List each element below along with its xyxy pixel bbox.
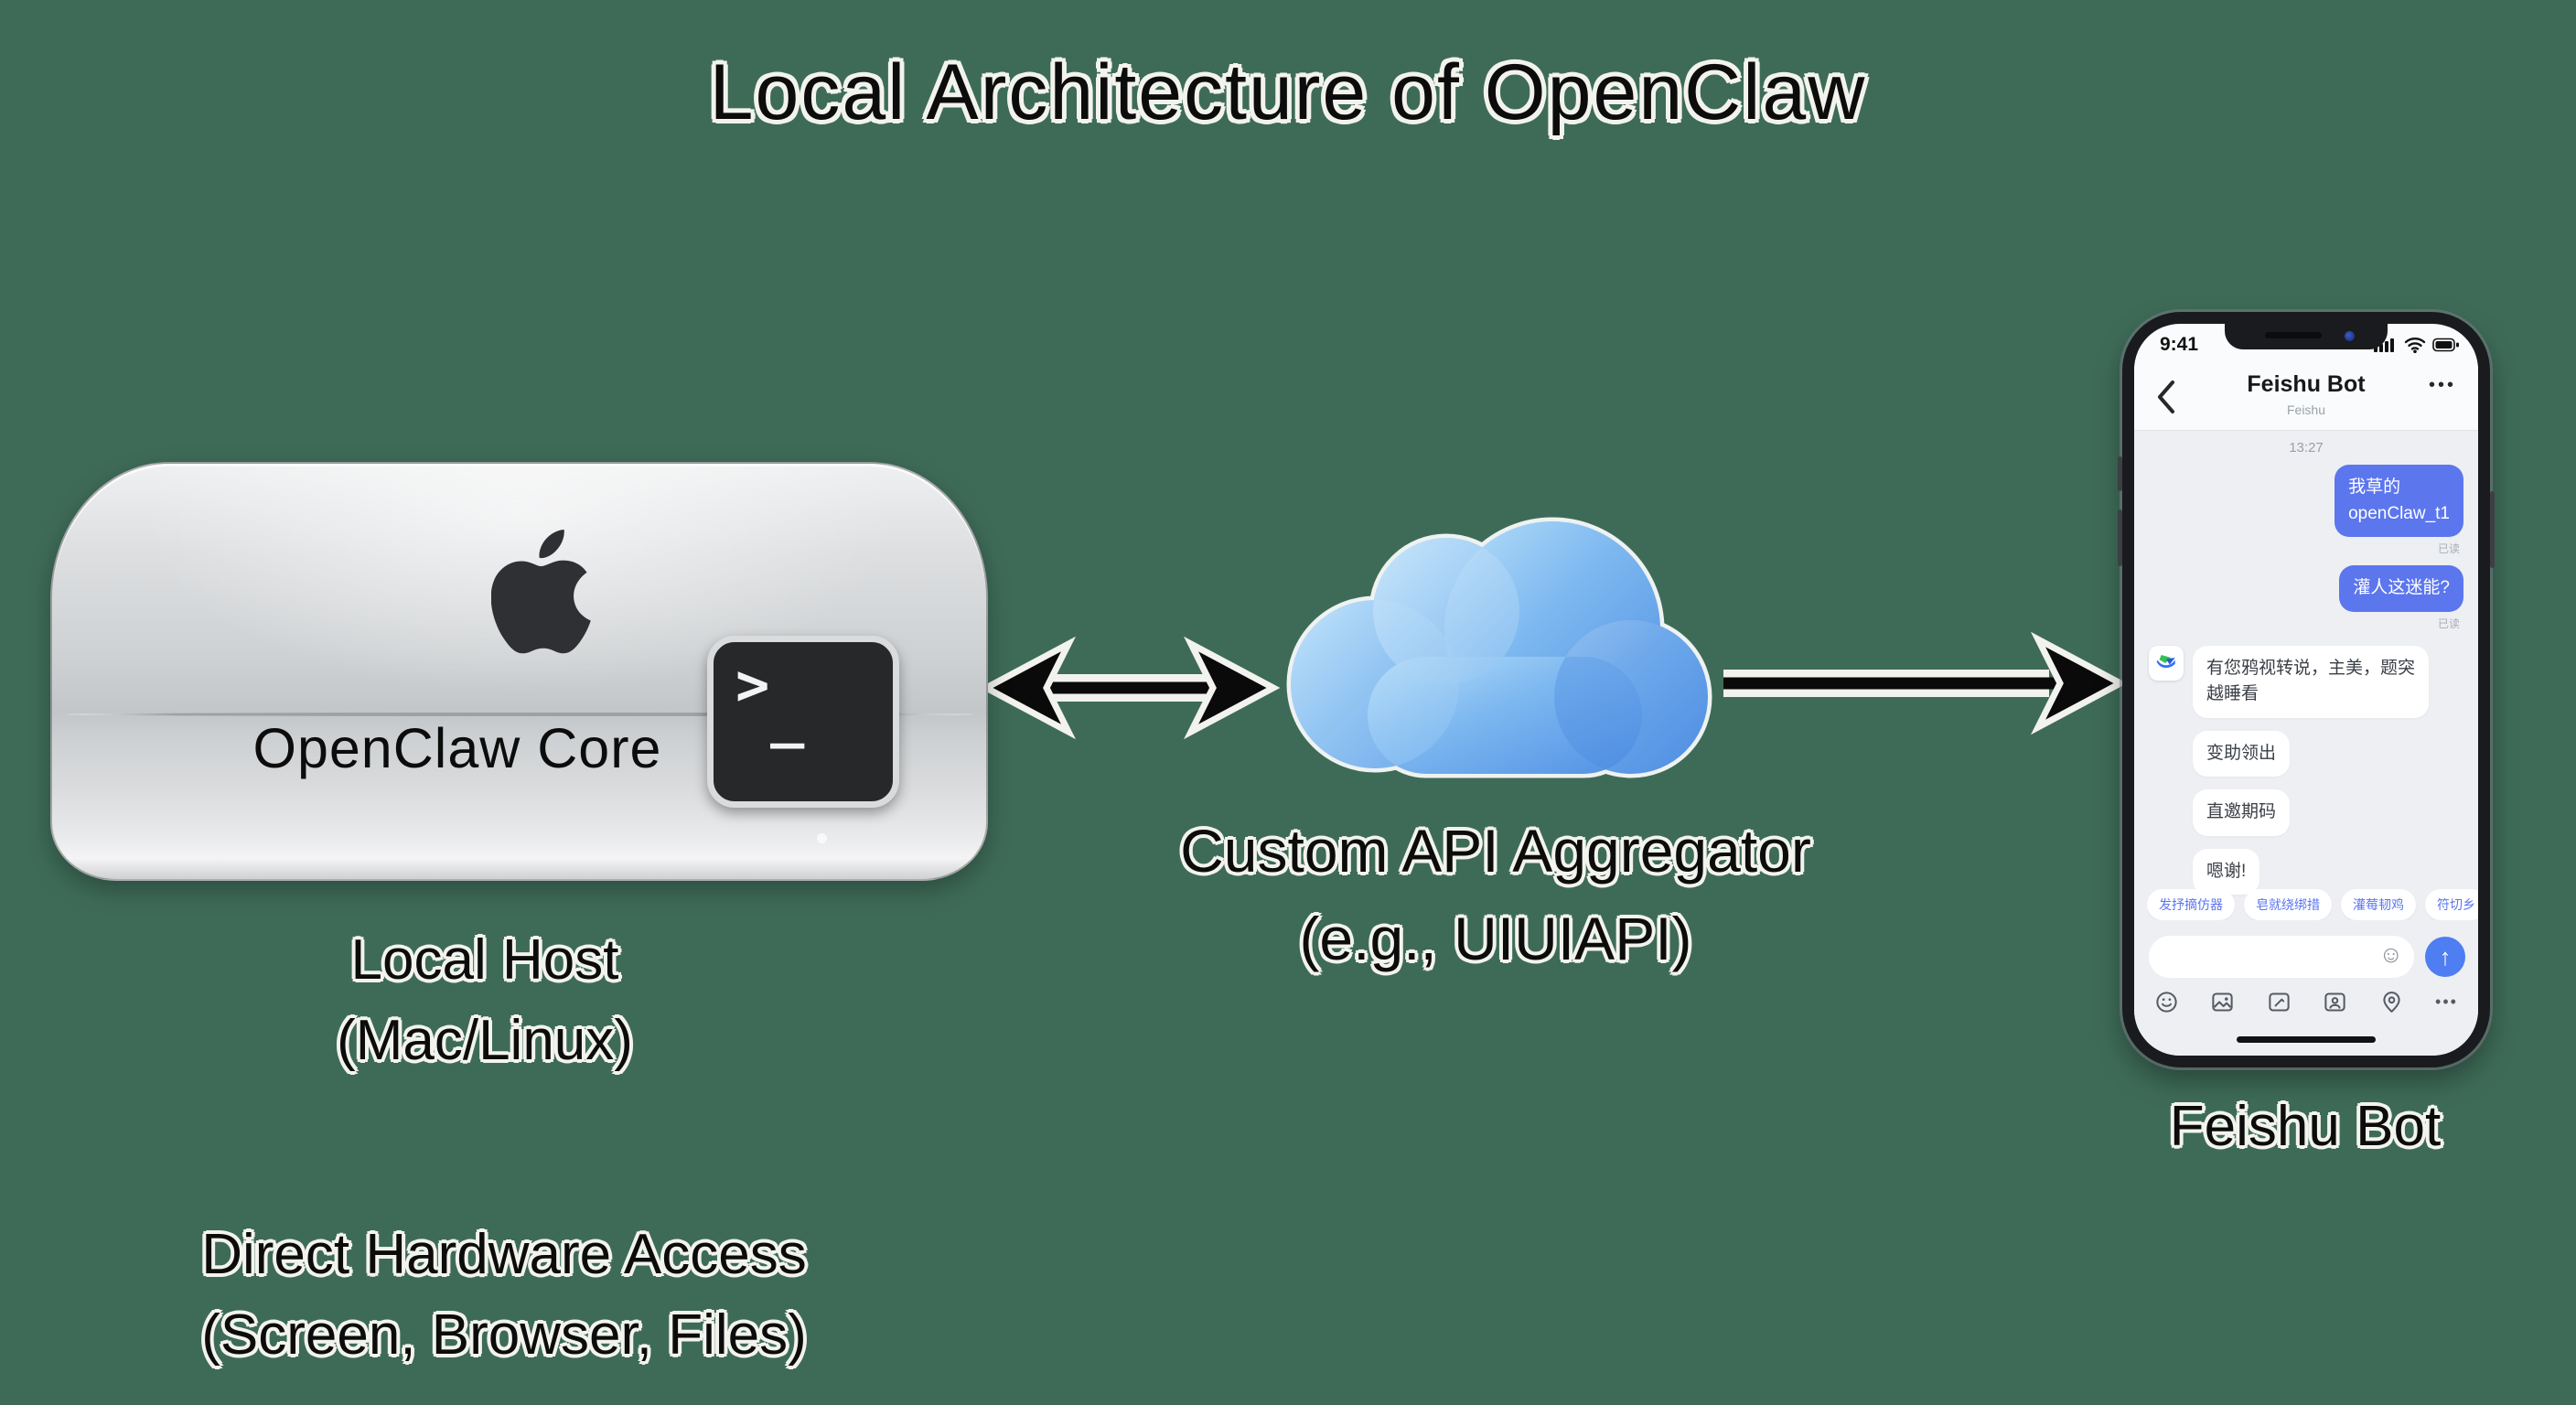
message-line: 灌人这迷能?	[2353, 578, 2450, 597]
chat-title: Feishu Bot	[2247, 371, 2366, 397]
message-input-field[interactable]: ☺	[2149, 936, 2414, 978]
terminal-prompt: >	[735, 651, 770, 718]
battery-icon	[2432, 338, 2459, 352]
cloud-caption-line2: (e.g., UIUIAPI)	[1299, 905, 1692, 972]
volume-down-button	[2118, 509, 2122, 566]
message-row: 有您鸦视转说，主美，题突 越睡看	[2149, 645, 2463, 718]
cellular-signal-icon	[2374, 338, 2394, 352]
message-input-row: ☺ ↑	[2149, 935, 2465, 979]
back-icon[interactable]	[2152, 379, 2180, 415]
cloud-icon	[1267, 494, 1724, 787]
received-message-bubble: 嗯谢!	[2193, 848, 2260, 895]
speaker-slit	[2265, 332, 2322, 338]
message-input[interactable]	[2149, 936, 2414, 978]
page-title: Local Architecture of OpenClaw	[709, 48, 1867, 136]
mac-mini-device: OpenClaw Core > _	[50, 462, 988, 881]
mac-caption: Local Host (Mac/Linux)	[50, 920, 919, 1081]
front-camera	[2345, 331, 2355, 341]
message-row: 我草的 openClaw_t1	[2149, 465, 2463, 537]
arrow-cloud-phone	[1723, 631, 2128, 735]
emoji-icon[interactable]: ☺	[2378, 940, 2403, 968]
phone-mockup: 9:41	[2118, 312, 2495, 1067]
send-button[interactable]: ↑	[2425, 937, 2465, 977]
bot-avatar	[2149, 645, 2184, 681]
sent-message-bubble: 灌人这迷能?	[2339, 565, 2463, 612]
volume-up-button	[2118, 456, 2122, 491]
read-receipt: 已读	[2437, 542, 2460, 555]
image-person-icon[interactable]	[2323, 990, 2347, 1014]
sticker-icon[interactable]	[2154, 990, 2179, 1014]
mac-caption-line1: Local Host	[350, 928, 619, 992]
chat-subtitle: Feishu	[2286, 402, 2326, 417]
message-line: 越睡看	[2206, 684, 2259, 703]
terminal-cursor: _	[770, 682, 805, 749]
received-message-bubble: 有您鸦视转说，主美，题突 越睡看	[2193, 645, 2430, 718]
cloud-caption-line1: Custom API Aggregator	[1180, 817, 1811, 885]
message-line: openClaw_t1	[2348, 503, 2450, 523]
header-divider	[2134, 430, 2478, 431]
mac-footnote-line2: (Screen, Browser, Files)	[201, 1303, 807, 1367]
status-bar: 9:41	[2160, 333, 2460, 357]
status-time: 9:41	[2160, 334, 2199, 355]
cloud-caption: Custom API Aggregator (e.g., UIUIAPI)	[1121, 807, 1871, 982]
power-led	[817, 833, 827, 843]
message-line: 我草的	[2348, 477, 2401, 497]
received-message-bubble: 直邀期码	[2193, 789, 2291, 836]
image-icon[interactable]	[2210, 990, 2235, 1014]
chat-header: Feishu Bot Feishu •••	[2134, 366, 2478, 430]
image-edit-icon[interactable]	[2267, 990, 2292, 1014]
terminal-icon: > _	[707, 636, 899, 808]
suggestion-chip[interactable]: 发抒摘仿器	[2147, 889, 2235, 920]
mac-footnote-line1: Direct Hardware Access	[201, 1223, 807, 1286]
phone-caption: Feishu Bot	[2169, 1095, 2442, 1158]
location-icon[interactable]	[2379, 990, 2404, 1014]
chat-timestamp: 13:27	[2289, 440, 2324, 456]
more-menu-icon[interactable]: •••	[2428, 375, 2456, 395]
message-row: 灌人这迷能?	[2149, 565, 2463, 612]
device-label: OpenClaw Core	[252, 717, 662, 779]
message-line: 有您鸦视转说，主美，题突	[2206, 658, 2416, 678]
power-button	[2490, 491, 2495, 568]
suggestion-chip[interactable]: 符切乡	[2425, 889, 2478, 920]
phone-notch	[2225, 324, 2388, 349]
wifi-icon	[2404, 338, 2426, 353]
apple-logo-icon	[490, 530, 599, 656]
mac-caption-line2: (Mac/Linux)	[337, 1009, 633, 1072]
read-receipt: 已读	[2437, 617, 2460, 630]
phone-screen: 9:41	[2134, 324, 2478, 1056]
chat-toolbar: •••	[2154, 990, 2458, 1014]
suggestion-chips: 发抒摘仿器 皂就绕绑措 灌莓韧鸡 符切乡	[2147, 889, 2478, 920]
toolbar-more-icon[interactable]: •••	[2435, 992, 2458, 1011]
arrow-mac-cloud	[979, 636, 1281, 740]
suggestion-chip[interactable]: 皂就绕绑措	[2244, 889, 2332, 920]
received-message-bubble: 变助领出	[2193, 730, 2291, 777]
mac-footnote: Direct Hardware Access (Screen, Browser,…	[56, 1215, 952, 1376]
home-indicator[interactable]	[2237, 1036, 2376, 1043]
sent-message-bubble: 我草的 openClaw_t1	[2334, 465, 2463, 537]
suggestion-chip[interactable]: 灌莓韧鸡	[2341, 889, 2416, 920]
feishu-logo-icon	[2156, 654, 2175, 668]
